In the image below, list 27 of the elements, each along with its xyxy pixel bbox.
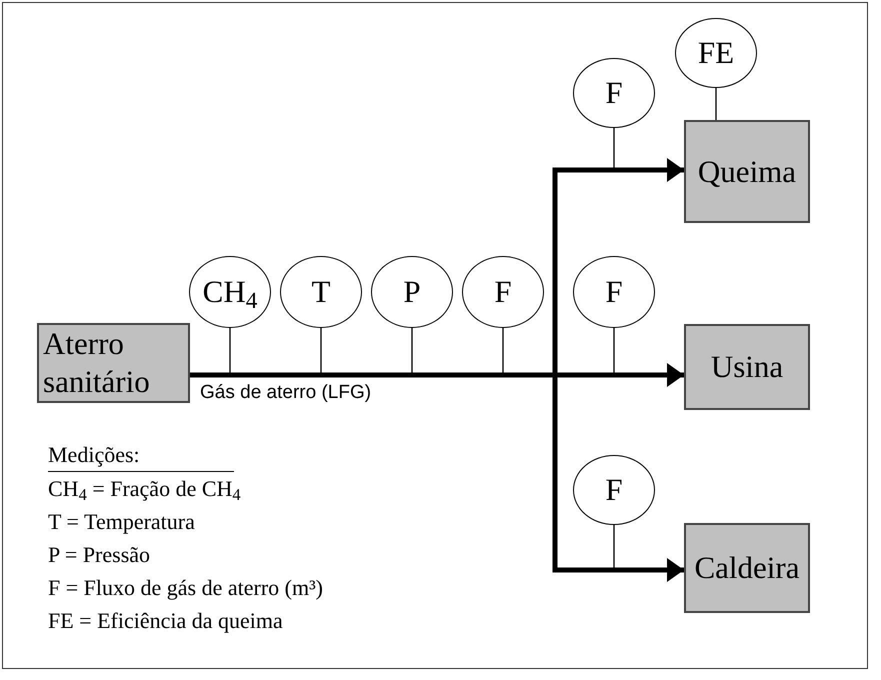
- sensor-line: [229, 328, 231, 375]
- sensor-circle: F: [573, 58, 655, 128]
- process-box: Aterro sanitário: [37, 323, 190, 403]
- process-box: Usina: [684, 324, 810, 410]
- sensor-circle: F: [462, 256, 544, 328]
- sensor-circle: T: [280, 256, 362, 328]
- process-box: Caldeira: [684, 523, 810, 613]
- legend-entry: CH$_{4}$ = Fração de CH$_{4}$: [48, 475, 242, 505]
- sensor-line: [613, 328, 615, 375]
- pipe-label: Gás de aterro (LFG): [200, 382, 372, 404]
- process-box: Queima: [684, 120, 810, 223]
- sensor-circle: CH$_{4}$: [189, 256, 271, 328]
- sensor-line: [411, 328, 413, 375]
- sensor-circle: F: [573, 256, 655, 328]
- sensor-line: [715, 88, 717, 120]
- legend-entry: F = Fluxo de gás de aterro (m³): [48, 574, 323, 602]
- sensor-circle: F: [573, 455, 655, 525]
- sensor-line: [613, 525, 615, 570]
- sensor-line: [613, 128, 615, 170]
- sensor-line: [320, 328, 322, 375]
- legend-entry: P = Pressão: [48, 541, 152, 569]
- legend-entry: FE = Eficiência da queima: [48, 607, 284, 635]
- sensor-line: [502, 328, 504, 375]
- sensor-circle: P: [371, 256, 453, 328]
- sensor-circle: FE: [675, 18, 757, 88]
- legend-heading: Medições:: [48, 438, 234, 472]
- legend-entry: T = Temperatura: [48, 508, 196, 536]
